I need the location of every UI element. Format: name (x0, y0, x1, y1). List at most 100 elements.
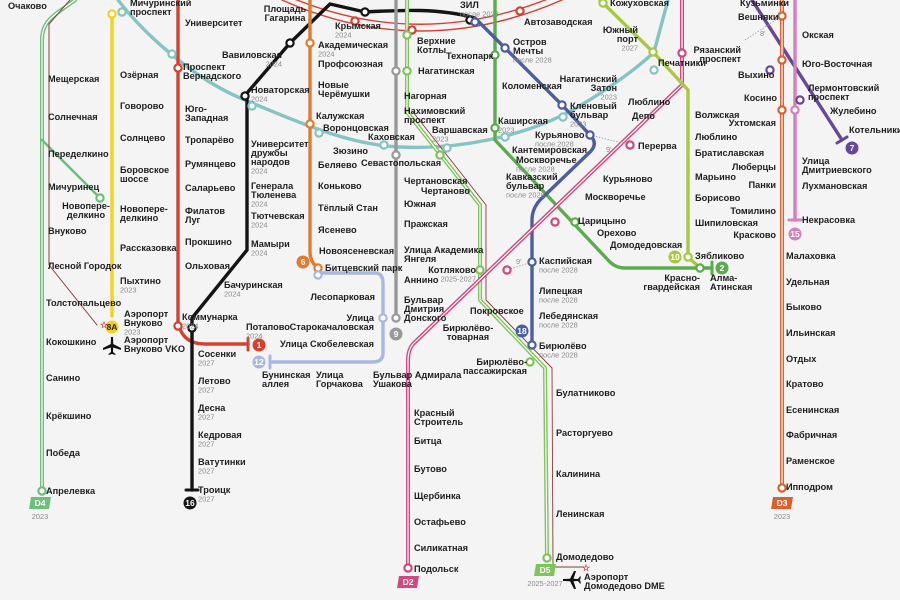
station-label[interactable]: Ипподром (786, 482, 833, 492)
interchange-station-marker[interactable] (360, 7, 370, 17)
station-label[interactable]: Ильинская (786, 328, 835, 338)
line-badge-1[interactable]: 1 (252, 338, 266, 352)
station-label[interactable]: Санино (46, 373, 81, 383)
line-badge-2[interactable]: 2 (715, 261, 729, 275)
station-label[interactable]: Коломенская (502, 81, 562, 91)
station-label[interactable]: Москворечье (585, 192, 646, 202)
station-label[interactable]: Печатники (658, 58, 706, 68)
interchange-station-marker[interactable] (795, 95, 805, 105)
station-label[interactable]: Лебедянская (539, 311, 598, 321)
interchange-station-marker[interactable] (391, 66, 401, 76)
interchange-station-marker[interactable] (240, 91, 250, 101)
station-label[interactable]: Томилино (730, 206, 776, 216)
station-label[interactable]: Каспийская (539, 256, 592, 266)
station-label[interactable]: Вавиловская (222, 50, 282, 60)
station-label[interactable]: Улица Скобелевская (280, 339, 374, 349)
interchange-station-marker[interactable] (585, 130, 595, 140)
station-label[interactable]: Битца (414, 436, 443, 446)
station-label[interactable]: Апрелевка (46, 486, 96, 496)
station-label[interactable]: Новоясеневская (319, 246, 394, 256)
interchange-station-marker[interactable] (442, 143, 452, 153)
station-label[interactable]: Курьяново (603, 174, 653, 184)
station-label[interactable]: Юго-Западная (185, 104, 228, 123)
interchange-station-marker[interactable] (648, 47, 658, 57)
station-label[interactable]: Котельники (849, 125, 900, 135)
interchange-station-marker[interactable] (378, 313, 388, 323)
station-label[interactable]: Мамыри (251, 239, 290, 249)
interchange-station-marker[interactable] (173, 321, 183, 331)
line-badge-8a[interactable]: 8А (105, 320, 119, 334)
station-label[interactable]: Косино (744, 93, 777, 103)
line-badge-12[interactable]: 12 (252, 355, 266, 369)
station-label[interactable]: Рассказовка (120, 243, 177, 253)
station-label[interactable]: Аннино (404, 275, 439, 285)
interchange-station-marker[interactable] (305, 38, 315, 48)
interchange-station-marker[interactable] (285, 38, 295, 48)
interchange-station-marker[interactable] (313, 270, 323, 280)
station-label[interactable]: Летово (198, 376, 231, 386)
line-badge-18[interactable]: 18 (515, 324, 529, 338)
station-label[interactable]: Выхино (738, 70, 775, 80)
station-label[interactable]: Липецкая (539, 286, 582, 296)
station-label[interactable]: Кузьминки (740, 0, 789, 8)
station-label[interactable]: Красково (733, 230, 776, 240)
station-label[interactable]: Силикатная (414, 543, 468, 553)
station-label[interactable]: Орехово (597, 228, 637, 238)
station-label[interactable]: Десна (198, 403, 226, 413)
interchange-station-marker[interactable] (570, 217, 580, 227)
station-label[interactable]: Юго-Восточная (802, 59, 872, 69)
station-label[interactable]: Фабричная (786, 430, 837, 440)
station-label[interactable]: Мещерская (48, 74, 99, 84)
station-label[interactable]: Каховская (368, 132, 415, 142)
station-label[interactable]: Тёплый Стан (318, 203, 378, 213)
station-label[interactable]: Бутово (414, 464, 447, 474)
interchange-station-marker[interactable] (500, 132, 510, 142)
interchange-station-marker[interactable] (379, 140, 389, 150)
station-label[interactable]: Домодедово (556, 552, 614, 562)
station-label[interactable]: Солнцево (120, 133, 166, 143)
interchange-station-marker[interactable] (542, 553, 552, 563)
station-label[interactable]: Солнечная (48, 112, 98, 122)
interchange-station-marker[interactable] (402, 66, 412, 76)
station-label[interactable]: Сосенки (198, 349, 236, 359)
station-label[interactable]: Переделкино (48, 149, 109, 159)
interchange-station-marker[interactable] (515, 6, 525, 16)
station-label[interactable]: Зябликово (695, 251, 745, 261)
interchange-station-marker[interactable] (403, 563, 413, 573)
station-label[interactable]: Мичуринец (48, 182, 100, 192)
line-badge-6[interactable]: 6 (296, 255, 310, 269)
station-label[interactable]: Бирюлёво-товарная (443, 323, 494, 342)
station-label[interactable]: Кожуховская (610, 0, 669, 8)
station-label[interactable]: Булатниково (556, 388, 616, 398)
station-label[interactable]: Бачуринская (224, 280, 283, 290)
interchange-station-marker[interactable] (391, 313, 401, 323)
station-label[interactable]: Бирюлёво-пассажирская (463, 357, 527, 376)
interchange-station-marker[interactable] (500, 43, 510, 53)
interchange-station-marker[interactable] (490, 50, 500, 60)
interchange-station-marker[interactable] (247, 101, 257, 111)
station-label[interactable]: Ухтомская (729, 118, 776, 128)
station-label[interactable]: Есенинская (786, 405, 839, 415)
station-label[interactable]: Пыхтино (120, 276, 161, 286)
interchange-station-marker[interactable] (777, 55, 787, 65)
line-badge-9[interactable]: 9 (389, 327, 403, 341)
station-label[interactable]: Зюзино (333, 146, 368, 156)
interchange-station-marker[interactable] (777, 483, 787, 493)
station-label[interactable]: Саларьево (185, 183, 236, 193)
station-label[interactable]: Борисово (695, 193, 741, 203)
station-label[interactable]: Прокшино (185, 237, 232, 247)
station-label[interactable]: Технопарк (446, 51, 494, 61)
station-label[interactable]: Раменское (786, 456, 835, 466)
